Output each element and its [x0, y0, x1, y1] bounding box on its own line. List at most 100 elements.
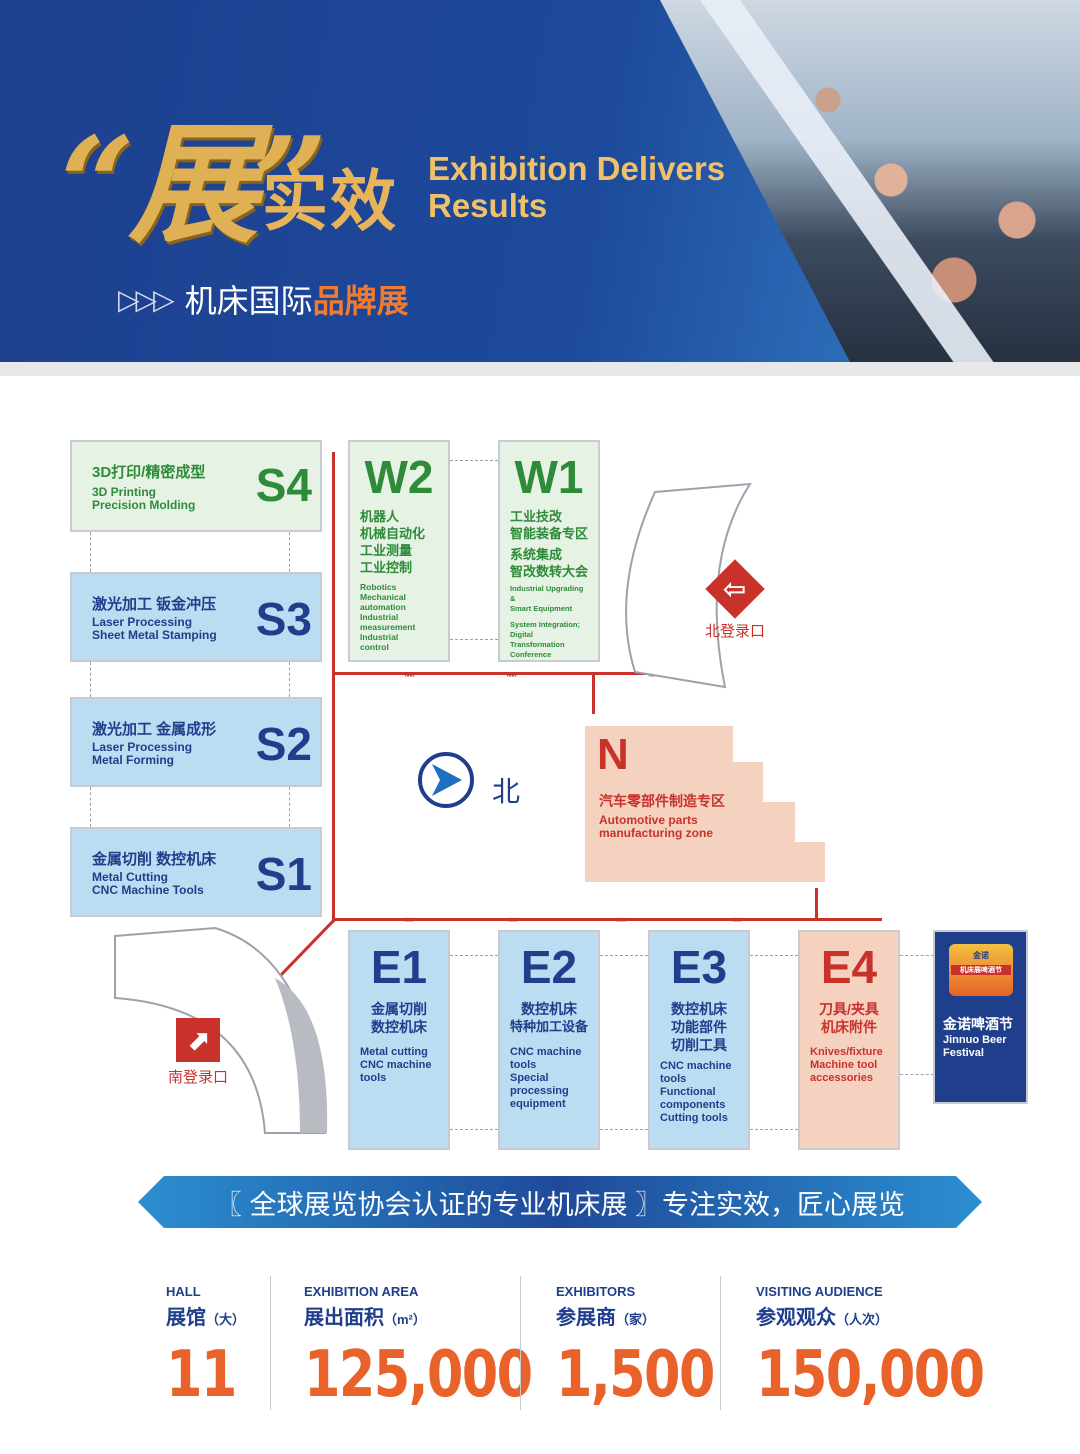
hall-s3-en2: Sheet Metal Stamping — [92, 628, 217, 642]
hall-s3-en1: Laser Processing — [92, 615, 193, 629]
hall-w1-en4: Digital Transformation — [510, 630, 565, 649]
hall-s1-en2: CNC Machine Tools — [92, 883, 204, 897]
hall-n-code: N — [597, 730, 629, 779]
hall-s1-cn: 金属切削 数控机床 — [92, 851, 217, 868]
stat-visitors: VISITING AUDIENCE 参观观众（人次） 150,000 — [756, 1284, 1034, 1412]
hall-e3-cn2: 功能部件 — [671, 1019, 727, 1035]
route-chevron: »»» — [732, 914, 743, 924]
hall-connector — [900, 955, 934, 1075]
hall-w1-cn1: 工业技改 — [510, 509, 563, 524]
stat-divider — [520, 1276, 521, 1410]
hall-s3-code: S3 — [255, 593, 312, 645]
south-entrance-label: 南登录口 — [168, 1069, 229, 1086]
hall-s2-code: S2 — [255, 718, 312, 770]
entrance-arrow-icon: ⬈ — [176, 1018, 220, 1062]
hall-e4-code: E4 — [820, 941, 878, 993]
stat-value: 150,000 — [756, 1338, 985, 1412]
route-east-horizontal — [332, 918, 882, 921]
beer-festival-zone[interactable]: 金诺 机床展啤酒节 金诺啤酒节 Jinnuo Beer Festival — [933, 930, 1028, 1104]
stat-divider — [270, 1276, 271, 1410]
banner-divider — [0, 362, 1080, 376]
stat-exhibitors: EXHIBITORS 参展商（家） 1,500 — [556, 1284, 748, 1412]
hall-n-cn: 汽车零部件制造专区 — [599, 793, 725, 809]
route-n-spur — [592, 672, 595, 714]
beer-festival-badge: 金诺 机床展啤酒节 — [949, 944, 1013, 996]
hall-n[interactable]: N 汽车零部件制造专区 Automotive parts manufacturi… — [585, 726, 825, 882]
triple-arrow-icon: ▷▷▷ — [118, 283, 175, 315]
north-entrance[interactable]: ⇦ 北登录口 — [705, 559, 766, 641]
stat-divider — [720, 1276, 721, 1410]
hall-w2-cn1: 机器人 — [360, 509, 400, 524]
hall-connector — [450, 955, 498, 1130]
north-building-outline — [625, 482, 752, 689]
hall-w2-code: W2 — [364, 451, 434, 503]
hall-e3-en5: Cutting tools — [660, 1112, 728, 1124]
hall-w1-cn4: 智改数转大会 — [510, 564, 589, 579]
hall-e3-en3: Functional — [660, 1086, 716, 1098]
slogan-banner: 〖 全球展览协会认证的专业机床展 〗专注实效，匠心展览 — [138, 1176, 982, 1228]
hall-s3-cn: 激光加工 钣金冲压 — [92, 596, 217, 613]
hall-w2-cn4: 工业控制 — [360, 560, 413, 575]
hall-w1-en2: Smart Equipment — [510, 604, 573, 613]
hall-w1-cn3: 系统集成 — [510, 547, 563, 562]
title-zhan: “展” — [60, 108, 328, 261]
beer-festival-cn: 金诺啤酒节 — [943, 1016, 1013, 1032]
hall-e2-cn1: 数控机床 — [521, 1001, 577, 1017]
hall-e4[interactable]: E4 刀具/夹具 机床附件 Knives/fixture Machine too… — [798, 930, 900, 1150]
hall-s3[interactable]: 激光加工 钣金冲压 Laser Processing Sheet Metal S… — [70, 572, 322, 662]
hall-connector — [750, 955, 798, 1130]
hall-s4-en2: Precision Molding — [92, 498, 196, 512]
hall-e3-en4: components — [660, 1099, 726, 1111]
stat-label-cn: 参展商（家） — [556, 1307, 656, 1329]
hall-n-step — [795, 842, 825, 882]
stat-label-cn: 展出面积（m²） — [304, 1307, 426, 1329]
hall-n-step — [585, 726, 733, 882]
hall-e1-en2: CNC machine — [360, 1059, 432, 1071]
hall-w2-en1: Robotics — [360, 582, 397, 592]
hall-n-en1: Automotive parts — [599, 813, 698, 827]
hall-w1[interactable]: W1 工业技改 智能装备专区 系统集成 智改数转大会 Industrial Up… — [498, 440, 600, 662]
hall-s1[interactable]: 金属切削 数控机床 Metal Cutting CNC Machine Tool… — [70, 827, 322, 917]
hall-e3-cn1: 数控机床 — [671, 1001, 727, 1017]
hall-connector — [600, 955, 648, 1130]
hall-w2[interactable]: W2 机器人 机械自动化 工业测量 工业控制 Robotics Mechanic… — [348, 440, 450, 662]
beer-festival-en2: Festival — [943, 1047, 984, 1059]
stat-label-en: EXHIBITION AREA — [304, 1284, 419, 1299]
south-building-outline — [114, 926, 328, 1134]
hall-e3-code: E3 — [670, 941, 728, 993]
hall-n-en2: manufacturing zone — [599, 826, 714, 840]
hall-w1-en1: Industrial Upgrading & — [510, 584, 584, 603]
hall-n-step — [733, 762, 763, 882]
hall-e2-en2: tools — [510, 1059, 537, 1071]
route-main-vertical — [332, 452, 335, 922]
north-entrance-label: 北登录口 — [705, 623, 766, 640]
beer-festival-en1: Jinnuo Beer — [943, 1034, 1007, 1046]
hall-w2-cn3: 工业测量 — [360, 543, 413, 558]
title-english: Exhibition Delivers Results — [428, 150, 748, 224]
hall-e1-cn2: 数控机床 — [371, 1019, 427, 1035]
title-shixiao: 实效 — [262, 163, 398, 240]
hall-w2-en7: control — [360, 642, 389, 652]
hall-connector — [90, 532, 290, 572]
hall-s4[interactable]: 3D打印/精密成型 3D Printing Precision Molding … — [70, 440, 322, 532]
header-banner: “展” 实效 Exhibition Delivers Results ▷▷▷ 机… — [0, 0, 1080, 370]
hall-e1[interactable]: E1 金属切削 数控机床 Metal cutting CNC machine t… — [348, 930, 450, 1150]
route-chevron: ««« — [404, 669, 415, 679]
south-entrance[interactable]: ⬈ 南登录口 — [168, 1018, 228, 1087]
slogan-text: 〖 全球展览协会认证的专业机床展 〗专注实效，匠心展览 — [214, 1189, 905, 1220]
stat-label-cn: 展馆（大） — [166, 1307, 246, 1329]
entrance-arrow-icon: ⇦ — [705, 559, 765, 619]
hall-e2[interactable]: E2 数控机床 特种加工设备 CNC machine tools Special… — [498, 930, 600, 1150]
hall-e1-code: E1 — [370, 941, 428, 993]
route-chevron: ««« — [506, 669, 517, 679]
hall-connector — [90, 787, 290, 827]
hall-e2-en5: equipment — [510, 1098, 566, 1110]
hall-s4-code: S4 — [255, 459, 312, 511]
hall-e3[interactable]: E3 数控机床 功能部件 切削工具 CNC machine tools Func… — [648, 930, 750, 1150]
hall-s2[interactable]: 激光加工 金属成形 Laser Processing Metal Forming… — [70, 697, 322, 787]
stat-halls: HALL 展馆（大） 11 — [166, 1284, 251, 1412]
hall-s1-en1: Metal Cutting — [92, 870, 168, 884]
hall-e1-en3: tools — [360, 1072, 387, 1084]
hall-e2-cn2: 特种加工设备 — [510, 1019, 589, 1034]
hall-w2-en4: Industrial — [360, 612, 399, 622]
